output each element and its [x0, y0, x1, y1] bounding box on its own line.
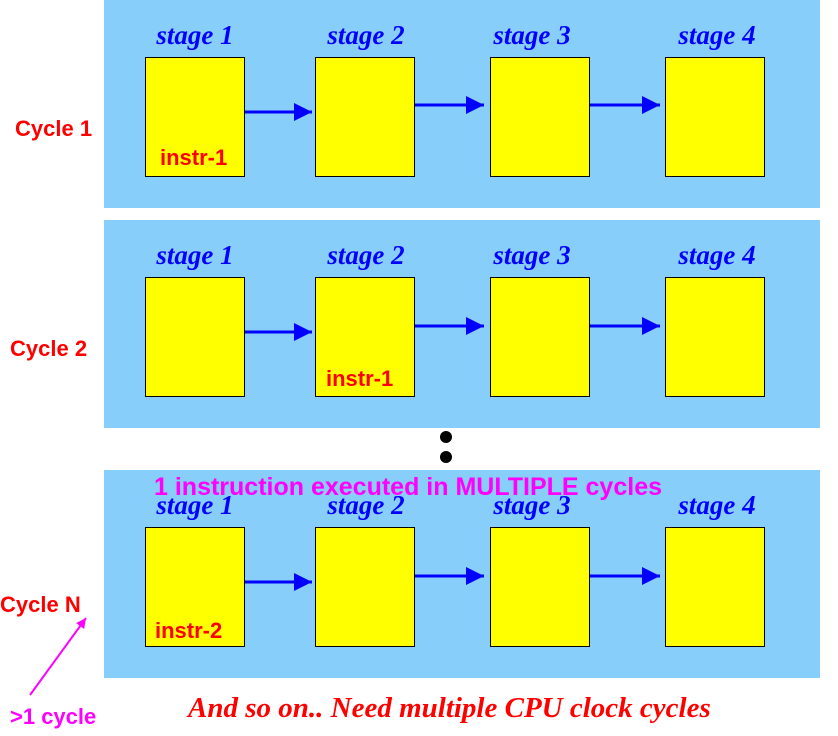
cycle-1-stage-4-box — [665, 57, 765, 177]
cycle-1-label: Cycle 1 — [15, 116, 93, 141]
ellipsis-dot — [440, 431, 452, 443]
cycle-1-stage-4-label: stage 4 — [678, 20, 756, 50]
ellipsis-dot — [440, 451, 452, 463]
cycle-1-stage-1-box — [145, 57, 245, 177]
cycle-count-note: >1 cycle — [10, 704, 97, 729]
cycle-n-stage-4-label: stage 4 — [678, 490, 756, 520]
cycle-2-stage-1-box — [145, 277, 245, 397]
cycle-1-stage-2-label: stage 2 — [327, 20, 405, 50]
footer-caption: And so on.. Need multiple CPU clock cycl… — [188, 692, 711, 724]
cycle-2-stage-3-box — [490, 277, 590, 397]
cycle-2-stage-2-label: stage 2 — [327, 240, 405, 270]
cycle-1-stage-2-box — [315, 57, 415, 177]
cycle-2-stage-2-box — [315, 277, 415, 397]
cycle-n-stage-4-box — [665, 527, 765, 647]
cycle-pointer-arrow — [29, 617, 87, 696]
cycle-n-stage-1-box — [145, 527, 245, 647]
cycle-2-instr-label: instr-1 — [326, 366, 394, 391]
cycle-2-stage-4-label: stage 4 — [678, 240, 756, 270]
cycle-2-stage-1-label: stage 1 — [156, 240, 234, 270]
cycle-2-stage-3-label: stage 3 — [493, 240, 571, 270]
cycle-n-instr-label: instr-2 — [155, 618, 223, 643]
cycle-n-stage-3-box — [490, 527, 590, 647]
multi-cycle-note: 1 instruction executed in MULTIPLE cycle… — [154, 473, 662, 501]
cycle-1-stage-3-label: stage 3 — [493, 20, 571, 50]
cycle-n-stage-3-label: stage 3 — [493, 490, 571, 520]
cycle-1-stage-3-box — [490, 57, 590, 177]
cycle-2-stage-4-box — [665, 277, 765, 397]
cycle-n-label: Cycle N — [0, 592, 81, 617]
cycle-2-label: Cycle 2 — [10, 336, 88, 361]
cycle-1-stage-1-label: stage 1 — [156, 20, 234, 50]
cycle-1-instr-label: instr-1 — [160, 145, 228, 170]
cycle-n-stage-1-label: stage 1 — [156, 490, 234, 520]
cycle-n-stage-2-box — [315, 527, 415, 647]
cycle-n-stage-2-label: stage 2 — [327, 490, 405, 520]
